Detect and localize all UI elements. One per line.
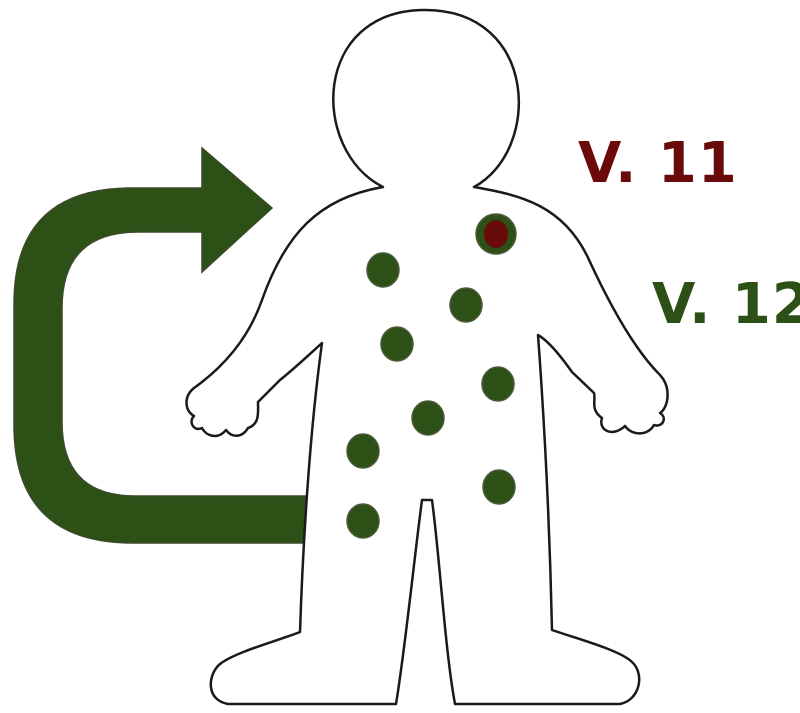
label-v12: V. 12 xyxy=(652,272,800,337)
vaccine-dot xyxy=(449,287,483,323)
v11-dot xyxy=(475,213,517,255)
vaccine-dot xyxy=(380,326,414,362)
vaccine-dot xyxy=(346,503,380,539)
vaccine-dot xyxy=(482,469,516,505)
v11-center xyxy=(484,220,508,248)
vaccine-dot xyxy=(346,433,380,469)
human-figure-icon xyxy=(185,8,669,706)
vaccine-dot xyxy=(481,366,515,402)
label-v11: V. 11 xyxy=(578,131,738,196)
v12-dots xyxy=(346,252,516,539)
vaccine-dot xyxy=(366,252,400,288)
curved-arrow-icon xyxy=(13,146,306,544)
vaccine-dot xyxy=(411,400,445,436)
